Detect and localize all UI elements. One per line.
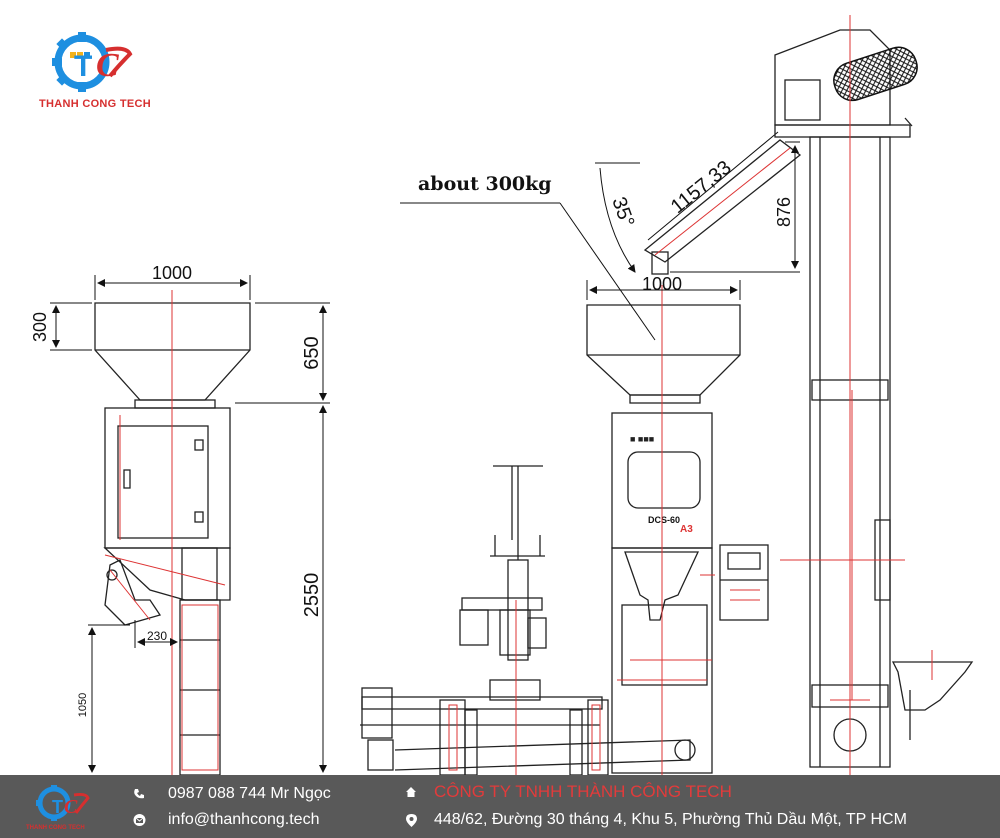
dim-left-spout-offset: 230: [147, 629, 167, 643]
company-address: 448/62, Đường 30 tháng 4, Khu 5, Phường …: [434, 811, 907, 828]
sewing-conveyor: [360, 465, 696, 775]
svg-text:C: C: [64, 796, 78, 818]
bucket-elevator: [774, 29, 974, 768]
dim-conveyor-rise: 876: [774, 197, 794, 227]
email-row: info@thanhcong.tech: [132, 811, 319, 829]
address-row: 448/62, Đường 30 tháng 4, Khu 5, Phường …: [404, 811, 907, 829]
dim-left-hopper-width: 1000: [152, 263, 192, 283]
dim-left-spout-height: 1050: [77, 693, 89, 717]
dim-right-hopper-width: 1000: [642, 274, 682, 294]
dim-left-machine-height: 2550: [301, 573, 323, 618]
brand-logo: T C: [30, 30, 160, 120]
dim-left-hopper-top: 300: [30, 312, 50, 342]
company-row: CÔNG TY TNHH THÀNH CÔNG TECH: [404, 782, 732, 802]
phone-icon: [132, 787, 146, 801]
mail-icon: [132, 813, 146, 827]
footer-logo: T C: [30, 781, 100, 833]
mesh-cover: [833, 46, 918, 102]
svg-text:T: T: [52, 797, 63, 817]
incline-conveyor: [643, 139, 802, 275]
dim-conveyor-angle: 35°: [607, 194, 638, 230]
panel-model: DCS-60: [648, 515, 680, 525]
contact-footer: T C THANH CONG TECH 0987 088 744 Mr Ngọc…: [0, 775, 1000, 838]
gear-icon: [36, 785, 71, 821]
brand-name: THANH CONG TECH: [38, 98, 152, 110]
phone-number[interactable]: 0987 088 744 Mr Ngọc: [168, 785, 331, 802]
dim-conveyor-length: 1157,33: [667, 157, 736, 219]
right-machine: [586, 304, 769, 774]
company-name: CÔNG TY TNHH THÀNH CÔNG TECH: [434, 782, 732, 801]
gear-icon: [52, 32, 110, 92]
email-address[interactable]: info@thanhcong.tech: [168, 811, 320, 828]
dim-left-hopper-height: 650: [301, 336, 323, 369]
panel-mark: A3: [680, 524, 693, 535]
left-machine: [94, 302, 251, 775]
phone-row: 0987 088 744 Mr Ngọc: [132, 785, 331, 803]
footer-brand-name: THANH CONG TECH: [26, 825, 85, 831]
capacity-label: about 300kg: [418, 173, 552, 195]
home-icon: [404, 785, 418, 799]
panel-brand-mark: ■ ■■■: [630, 434, 654, 444]
technical-drawing: 1000 300 650 2550 230 1050: [30, 15, 974, 775]
svg-text:T: T: [74, 50, 92, 83]
location-pin-icon: [404, 813, 418, 827]
